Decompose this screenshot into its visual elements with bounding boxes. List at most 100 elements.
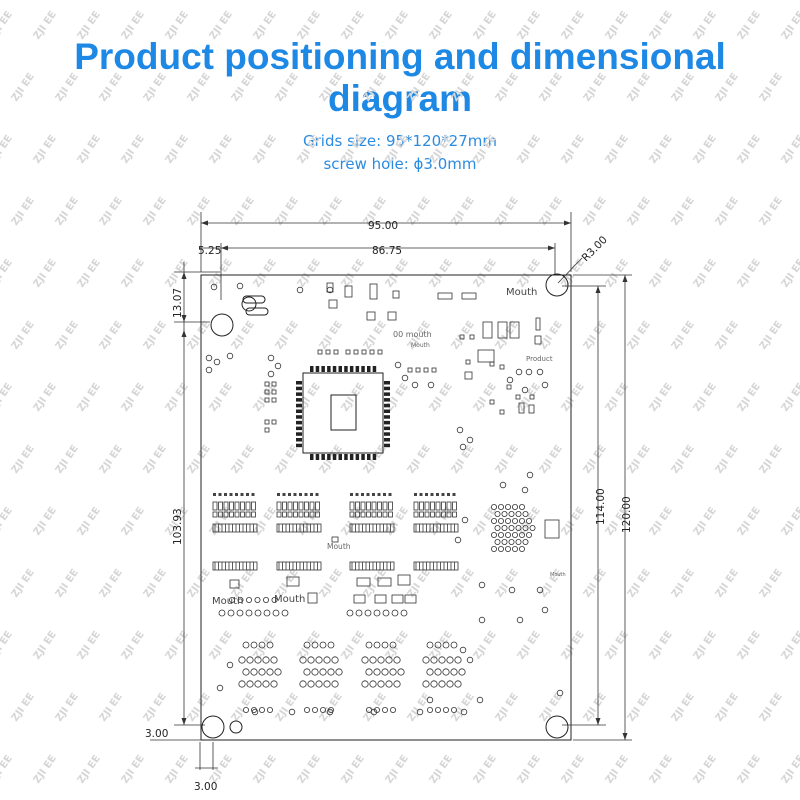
watermark-text: ZJI EE xyxy=(670,71,697,104)
watermark-text: ZJI EE xyxy=(230,443,257,476)
board-outline xyxy=(200,274,572,741)
watermark-text: ZJI EE xyxy=(120,9,147,42)
watermark-text: ZJI EE xyxy=(714,691,741,724)
watermark-text: ZJI EE xyxy=(252,133,279,166)
watermark-text: ZJI EE xyxy=(494,691,521,724)
watermark-text: ZJI EE xyxy=(626,195,653,228)
watermark-text: ZJI EE xyxy=(142,567,169,600)
watermark-text: ZJI EE xyxy=(10,195,37,228)
watermark-text: ZJI EE xyxy=(516,629,543,662)
watermark-text: ZJI EE xyxy=(450,319,477,352)
watermark-text: ZJI EE xyxy=(274,71,301,104)
watermark-text: ZJI EE xyxy=(780,753,800,786)
watermark-text: ZJI EE xyxy=(252,9,279,42)
label-mouth-top: Mouth xyxy=(506,287,537,298)
watermark-text: ZJI EE xyxy=(736,753,763,786)
label-mouth-left2: Mouth xyxy=(274,594,305,605)
watermark-text: ZJI EE xyxy=(230,567,257,600)
watermark-text: ZJI EE xyxy=(626,71,653,104)
watermark-text: ZJI EE xyxy=(670,319,697,352)
watermark-text: ZJI EE xyxy=(120,381,147,414)
watermark-text: ZJI EE xyxy=(384,381,411,414)
watermark-text: ZJI EE xyxy=(208,381,235,414)
watermark-text: ZJI EE xyxy=(362,71,389,104)
watermark-text: ZJI EE xyxy=(670,443,697,476)
watermark-text: ZJI EE xyxy=(648,753,675,786)
watermark-text: ZJI EE xyxy=(76,381,103,414)
watermark-text: ZJI EE xyxy=(120,257,147,290)
watermark-text: ZJI EE xyxy=(208,9,235,42)
watermark-text: ZJI EE xyxy=(340,9,367,42)
watermark-text: ZJI EE xyxy=(164,133,191,166)
watermark-text: ZJI EE xyxy=(692,753,719,786)
label-product: Product xyxy=(526,355,553,363)
dimension-arrows xyxy=(181,220,628,740)
main-chip xyxy=(296,366,390,460)
watermark-text: ZJI EE xyxy=(164,9,191,42)
watermark-text: ZJI EE xyxy=(318,567,345,600)
watermark-text: ZJI EE xyxy=(692,505,719,538)
watermark-text: ZJI EE xyxy=(648,257,675,290)
watermark-text: ZJI EE xyxy=(626,443,653,476)
watermark-text: ZJI EE xyxy=(736,381,763,414)
watermark-text: ZJI EE xyxy=(516,9,543,42)
watermark-text: ZJI EE xyxy=(560,753,587,786)
dim-height-mid: 114.00 xyxy=(595,488,607,525)
watermark-text: ZJI EE xyxy=(670,567,697,600)
watermark-text: ZJI EE xyxy=(384,505,411,538)
watermark-text: ZJI EE xyxy=(758,567,785,600)
watermark-text: ZJI EE xyxy=(604,629,631,662)
watermark-text: ZJI EE xyxy=(692,133,719,166)
watermark-text: ZJI EE xyxy=(648,133,675,166)
watermark-text: ZJI EE xyxy=(780,505,800,538)
watermark-text: ZJI EE xyxy=(758,443,785,476)
watermark-text: ZJI EE xyxy=(142,319,169,352)
dim-top-offset: 13.07 xyxy=(172,288,184,318)
watermark-text: ZJI EE xyxy=(626,319,653,352)
label-mouth-center: 00 mouth xyxy=(393,330,432,339)
mounting-hole-bottom-right xyxy=(545,715,569,739)
watermark-text: ZJI EE xyxy=(98,691,125,724)
watermark-text: ZJI EE xyxy=(54,443,81,476)
watermark-text: ZJI EE xyxy=(98,71,125,104)
watermark-text: ZJI EE xyxy=(428,9,455,42)
watermark-text: ZJI EE xyxy=(10,71,37,104)
watermark-text: ZJI EE xyxy=(692,381,719,414)
watermark-text: ZJI EE xyxy=(98,319,125,352)
watermark-text: ZJI EE xyxy=(76,9,103,42)
watermark-text: ZJI EE xyxy=(120,505,147,538)
watermark-text: ZJI EE xyxy=(406,443,433,476)
watermark-text: ZJI EE xyxy=(296,257,323,290)
watermark-text: ZJI EE xyxy=(208,629,235,662)
watermark-text: ZJI EE xyxy=(164,753,191,786)
watermark-text: ZJI EE xyxy=(340,381,367,414)
watermark-text: ZJI EE xyxy=(472,381,499,414)
watermark-text: ZJI EE xyxy=(428,753,455,786)
watermark-text: ZJI EE xyxy=(670,195,697,228)
watermark-text: ZJI EE xyxy=(186,319,213,352)
watermark-text: ZJI EE xyxy=(714,71,741,104)
watermark-text: ZJI EE xyxy=(54,195,81,228)
watermark-text: ZJI EE xyxy=(32,629,59,662)
watermark-text: ZJI EE xyxy=(758,195,785,228)
watermark-text: ZJI EE xyxy=(274,443,301,476)
watermark-text: ZJI EE xyxy=(626,691,653,724)
watermark-text: ZJI EE xyxy=(296,381,323,414)
page-title: Product positioning and dimensional diag… xyxy=(74,36,726,119)
label-mouth-mid: Mouth xyxy=(327,542,351,551)
watermark-text: ZJI EE xyxy=(428,381,455,414)
watermark-text: ZJI EE xyxy=(142,443,169,476)
watermark-text: ZJI EE xyxy=(560,505,587,538)
watermark-text: ZJI EE xyxy=(648,9,675,42)
dim-left-offset: 5.25 xyxy=(198,245,221,257)
watermark-text: ZJI EE xyxy=(472,629,499,662)
watermark-text: ZJI EE xyxy=(538,443,565,476)
watermark-text: ZJI EE xyxy=(758,71,785,104)
dim-bottom-offset: 3.00 xyxy=(145,728,168,740)
watermark-text: ZJI EE xyxy=(0,133,15,166)
watermark-text: ZJI EE xyxy=(384,133,411,166)
watermark-text: ZJI EE xyxy=(780,629,800,662)
watermark-text: ZJI EE xyxy=(384,753,411,786)
watermark-text: ZJI EE xyxy=(54,691,81,724)
watermark-text: ZJI EE xyxy=(758,691,785,724)
